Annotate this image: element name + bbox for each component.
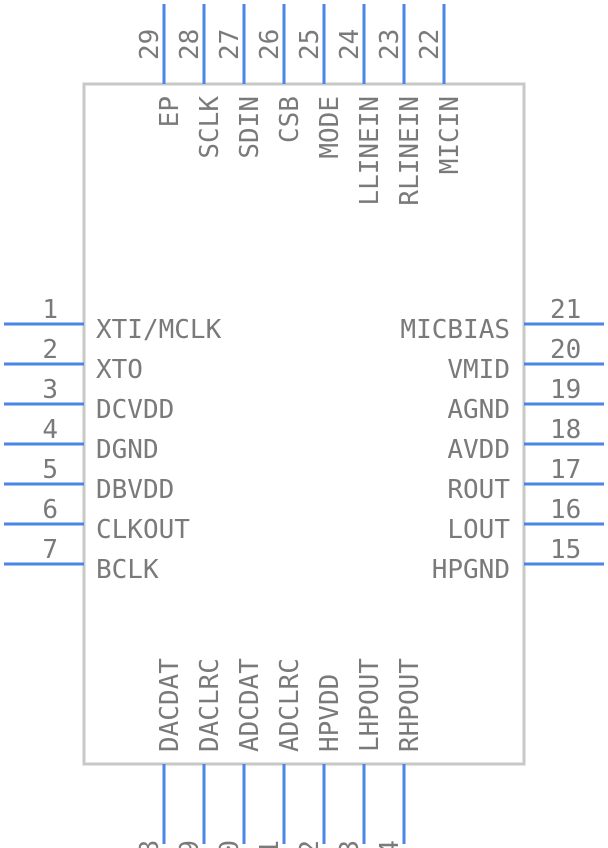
pin-14-number: 14 (375, 840, 405, 848)
pin-11-number: 11 (255, 840, 285, 848)
pin-3-number: 3 (42, 375, 58, 405)
pin-1-label: XTI/MCLK (96, 315, 222, 345)
pin-22-label: MICIN (435, 96, 465, 174)
pin-19-label: AGND (447, 395, 510, 425)
pin-13-label: LHPOUT (355, 658, 385, 752)
pin-26-number: 26 (255, 29, 285, 60)
pin-2-number: 2 (42, 335, 58, 365)
pin-20-number: 20 (550, 335, 581, 365)
pin-24-label: LLINEIN (355, 96, 385, 206)
pin-10-label: ADCDAT (235, 658, 265, 752)
pin-26-label: CSB (275, 96, 305, 143)
pin-12-number: 12 (295, 840, 325, 848)
pin-16-number: 16 (550, 495, 581, 525)
pin-9-label: DACLRC (195, 658, 225, 752)
pin-6-label: CLKOUT (96, 515, 190, 545)
pin-5-number: 5 (42, 455, 58, 485)
pin-6-number: 6 (42, 495, 58, 525)
pin-10-number: 10 (215, 840, 245, 848)
pin-18-number: 18 (550, 415, 581, 445)
pin-17-label: ROUT (447, 475, 510, 505)
pin-24-number: 24 (335, 29, 365, 60)
pin-23-number: 23 (375, 29, 405, 60)
pins-layer (4, 4, 604, 844)
pin-9-number: 9 (175, 840, 205, 848)
pin-3-label: DCVDD (96, 395, 174, 425)
pin-22-number: 22 (415, 29, 445, 60)
pin-19-number: 19 (550, 375, 581, 405)
pin-25-label: MODE (315, 96, 345, 159)
pin-15-label: HPGND (432, 555, 510, 585)
pin-28-number: 28 (175, 29, 205, 60)
pin-4-label: DGND (96, 435, 159, 465)
pin-21-label: MICBIAS (400, 315, 510, 345)
pin-8-number: 8 (135, 840, 165, 848)
pin-7-number: 7 (42, 535, 58, 565)
pin-16-label: LOUT (447, 515, 510, 545)
pin-15-number: 15 (550, 535, 581, 565)
pin-7-label: BCLK (96, 555, 159, 585)
pin-29-label: EP (155, 96, 185, 127)
pin-8-label: DACDAT (155, 658, 185, 752)
pin-17-number: 17 (550, 455, 581, 485)
pin-4-number: 4 (42, 415, 58, 445)
pin-25-number: 25 (295, 29, 325, 60)
pin-5-label: DBVDD (96, 475, 174, 505)
pin-11-label: ADCLRC (275, 658, 305, 752)
ic-body (82, 82, 526, 766)
pin-28-label: SCLK (195, 96, 225, 159)
pin-20-label: VMID (447, 355, 510, 385)
pin-29-number: 29 (135, 29, 165, 60)
pin-27-number: 27 (215, 29, 245, 60)
pin-2-label: XTO (96, 355, 143, 385)
pin-14-label: RHPOUT (395, 658, 425, 752)
pin-21-number: 21 (550, 295, 581, 325)
pin-23-label: RLINEIN (395, 96, 425, 206)
pin-1-number: 1 (42, 295, 58, 325)
pin-13-number: 13 (335, 840, 365, 848)
pin-27-label: SDIN (235, 96, 265, 159)
pin-12-label: HPVDD (315, 674, 345, 752)
pin-18-label: AVDD (447, 435, 510, 465)
